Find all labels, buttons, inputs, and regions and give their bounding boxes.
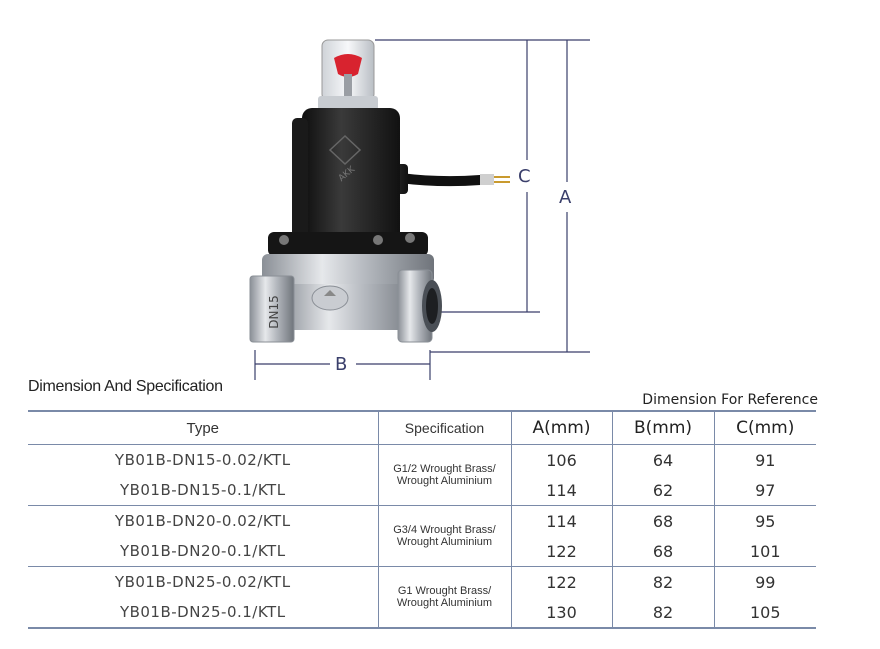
table-row: YB01B-DN20-0.02/KTL G3/4 Wrought Brass/W… [28,505,816,567]
spec-cell: G3/4 Wrought Brass/Wrought Aluminium [377,505,511,567]
a-cell: 130 [510,597,612,629]
c-cell: 97 [713,475,816,506]
table-row: YB01B-DN25-0.02/KTL G1 Wrought Brass/Wro… [28,566,816,629]
specification-table: Type Specification A(mm) B(mm) C(mm) YB0… [28,410,816,629]
c-cell: 105 [713,597,816,629]
c-cell: 101 [713,536,816,567]
type-cell: YB01B-DN15-0.02/KTL [114,451,291,469]
spec-line: G1/2 Wrought Brass/ [393,463,496,475]
type-cell: YB01B-DN25-0.02/KTL [114,573,291,591]
spec-line: G3/4 Wrought Brass/ [393,524,496,536]
dimension-lines [254,39,590,380]
table-row: YB01B-DN25-0.1/KTL 130 82 105 [28,597,816,629]
b-cell: 68 [611,536,714,567]
table-row: YB01B-DN15-0.02/KTL G1/2 Wrought Brass/W… [28,444,816,506]
c-cell: 91 [713,444,816,475]
header-c: C(mm) [713,410,816,445]
valve-dimension-drawing: C A B AKK DN15 [249,39,590,380]
b-cell: 68 [611,505,714,536]
a-cell: 114 [510,505,612,536]
b-cell: 82 [611,566,714,597]
type-cell: YB01B-DN25-0.1/KTL [28,597,378,629]
header-b: B(mm) [611,410,714,445]
spec-line: Wrought Aluminium [396,475,493,487]
type-cell: YB01B-DN15-0.1/KTL [28,475,378,506]
spec-cell: G1 Wrought Brass/Wrought Aluminium [377,566,511,629]
spec-line: G1 Wrought Brass/ [397,585,492,597]
header-specification: Specification [377,410,511,445]
b-cell: 82 [611,597,714,629]
c-cell: 99 [713,566,816,597]
header-a: A(mm) [510,410,612,445]
c-cell: 95 [713,505,816,536]
table-row: YB01B-DN20-0.1/KTL 122 68 101 [28,536,816,567]
dimension-b-label: B [335,354,347,375]
port-size-label: DN15 [267,295,281,329]
a-cell: 122 [510,536,612,567]
spec-cell: G1/2 Wrought Brass/Wrought Aluminium [377,444,511,506]
dimension-c-label: C [518,166,531,187]
a-cell: 106 [510,444,612,475]
b-cell: 64 [611,444,714,475]
dimension-a-label: A [559,187,572,208]
reference-note: Dimension For Reference [642,392,818,408]
spec-line: Wrought Aluminium [396,536,493,548]
spec-line: Wrought Aluminium [396,597,493,609]
header-type: Type [28,410,378,445]
type-cell: YB01B-DN20-0.1/KTL [28,536,378,567]
type-cell: YB01B-DN20-0.02/KTL [114,512,291,530]
a-cell: 114 [510,475,612,506]
section-title: Dimension And Specification [28,378,223,395]
table-header-row: Type Specification A(mm) B(mm) C(mm) [28,410,816,445]
b-cell: 62 [611,475,714,506]
a-cell: 122 [510,566,612,597]
table-row: YB01B-DN15-0.1/KTL 114 62 97 [28,475,816,506]
valve-illustration: AKK DN15 [249,39,510,343]
